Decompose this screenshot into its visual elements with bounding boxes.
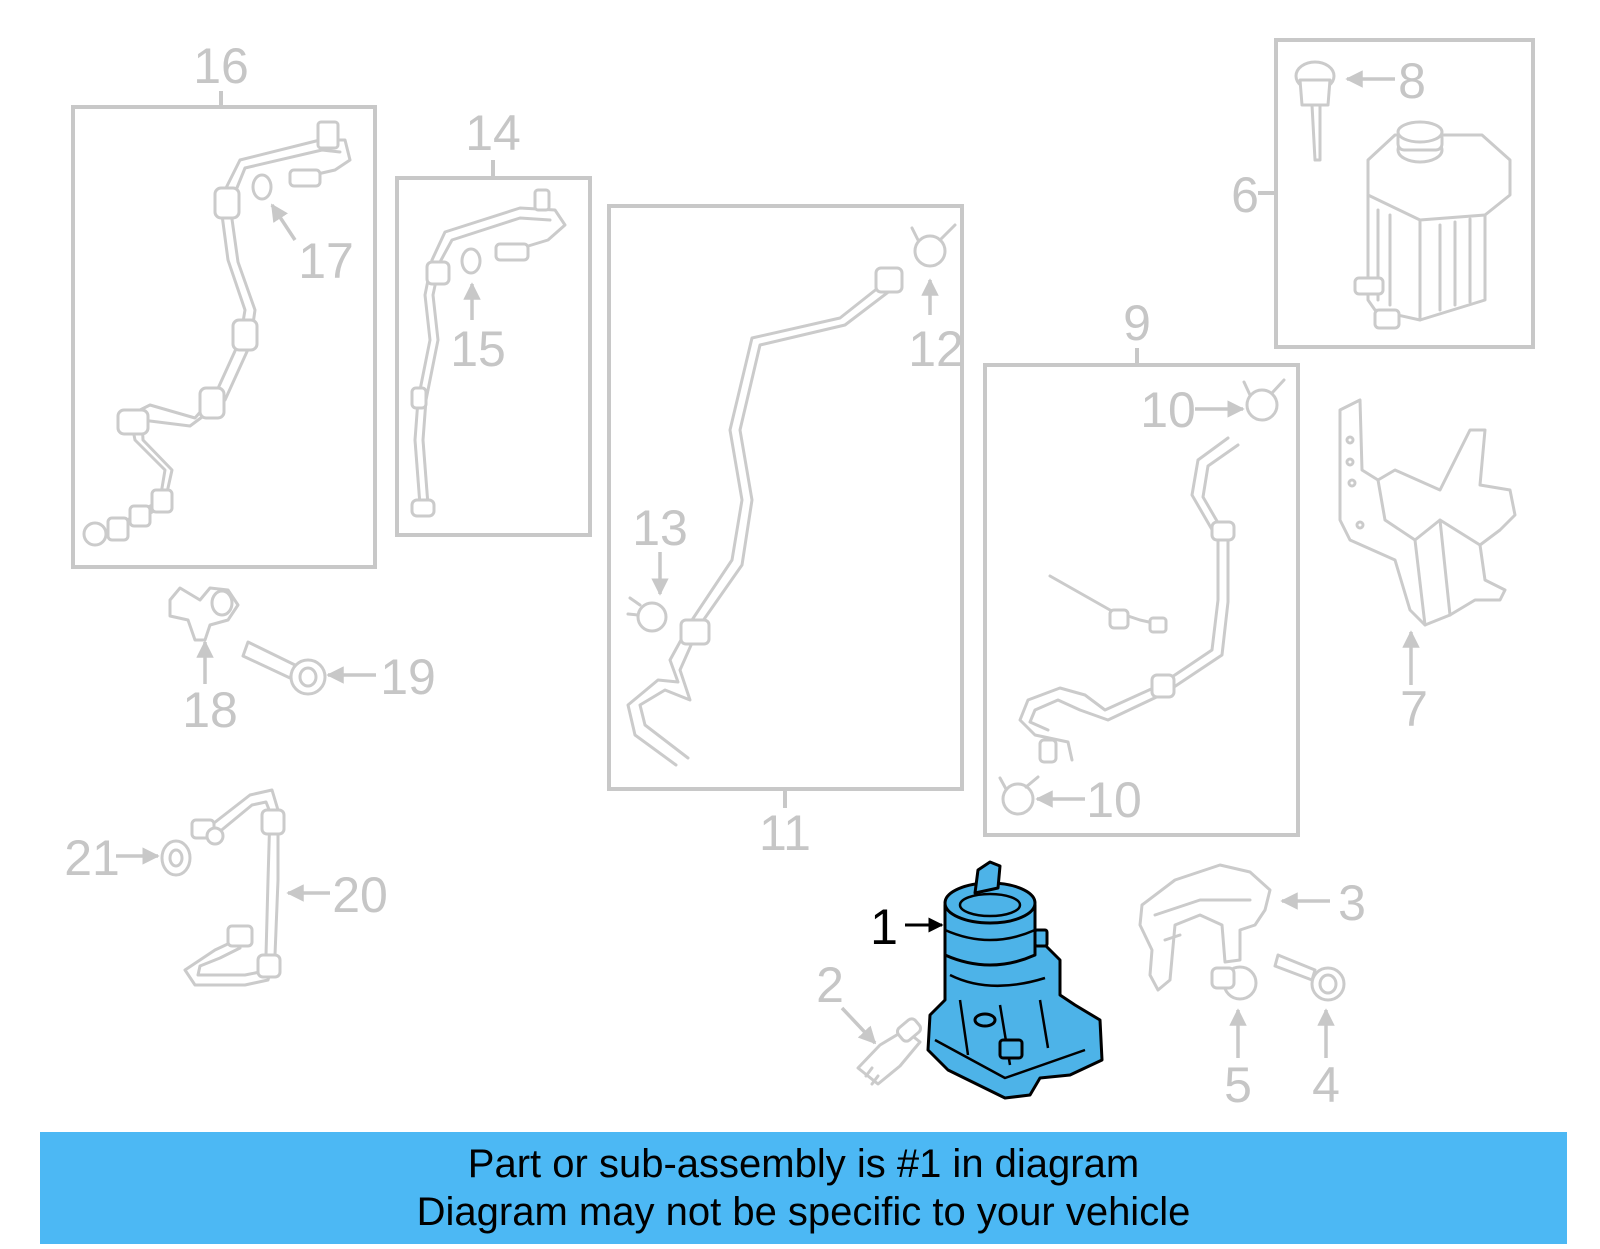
callout-20[interactable]: 20 <box>332 867 388 923</box>
group-9-box: 9 10 10 <box>983 295 1300 837</box>
washer-15 <box>460 247 482 275</box>
callout-10-top[interactable]: 10 <box>1140 382 1196 438</box>
callout-21[interactable]: 21 <box>64 830 120 886</box>
callout-6[interactable]: 6 <box>1231 167 1259 223</box>
clamp-13 <box>626 596 668 633</box>
banner-line-2: Diagram may not be specific to your vehi… <box>416 1190 1191 1234</box>
group-6-box: 6 8 <box>1231 38 1535 349</box>
pressure-hose-16 <box>82 120 352 547</box>
clamp-10-top <box>1242 378 1286 422</box>
callout-15[interactable]: 15 <box>450 321 506 377</box>
clamp-12 <box>910 223 957 268</box>
bracket-7 <box>1338 398 1517 627</box>
return-line-11 <box>626 266 904 767</box>
callout-11[interactable]: 11 <box>759 805 811 861</box>
callout-19[interactable]: 19 <box>380 649 436 705</box>
callout-7[interactable]: 7 <box>1400 681 1428 737</box>
callout-9[interactable]: 9 <box>1123 295 1151 351</box>
group-11-box: 11 12 13 <box>607 204 964 861</box>
callout-10-bottom[interactable]: 10 <box>1086 772 1142 828</box>
sensor-2 <box>856 1017 923 1086</box>
group-16-box: 16 17 <box>71 38 377 569</box>
banner-line-1: Part or sub-assembly is #1 in diagram <box>467 1142 1140 1186</box>
group-14-box: 14 15 <box>395 105 592 537</box>
callout-13[interactable]: 13 <box>632 500 688 556</box>
callout-14[interactable]: 14 <box>465 105 521 161</box>
callout-12[interactable]: 12 <box>908 321 964 377</box>
callout-1[interactable]: 1 <box>870 899 898 955</box>
info-banner: Part or sub-assembly is #1 in diagram Di… <box>40 1132 1567 1244</box>
callout-5[interactable]: 5 <box>1224 1057 1252 1113</box>
bolt-19 <box>241 640 327 696</box>
pressure-line-14 <box>410 188 567 518</box>
hose-20 <box>183 788 286 987</box>
callout-4[interactable]: 4 <box>1312 1057 1340 1113</box>
callout-18[interactable]: 18 <box>182 682 238 738</box>
pump-assembly-1[interactable] <box>926 860 1104 1100</box>
callout-16[interactable]: 16 <box>193 38 249 94</box>
callout-8[interactable]: 8 <box>1398 53 1426 109</box>
bracket-3 <box>1138 863 1272 992</box>
bracket-18 <box>168 586 240 642</box>
reservoir-6 <box>1353 120 1512 330</box>
callout-2[interactable]: 2 <box>816 957 844 1013</box>
callout-17[interactable]: 17 <box>298 233 354 289</box>
callout-3[interactable]: 3 <box>1338 875 1366 931</box>
washer-21 <box>160 839 192 877</box>
bolt-4 <box>1273 953 1346 1002</box>
bolt-5 <box>1210 965 1258 1001</box>
dipstick-cap-8 <box>1294 60 1336 162</box>
reservoir-hose-9 <box>1018 436 1240 764</box>
clamp-10-bottom <box>998 775 1040 816</box>
washer-17 <box>251 173 273 201</box>
